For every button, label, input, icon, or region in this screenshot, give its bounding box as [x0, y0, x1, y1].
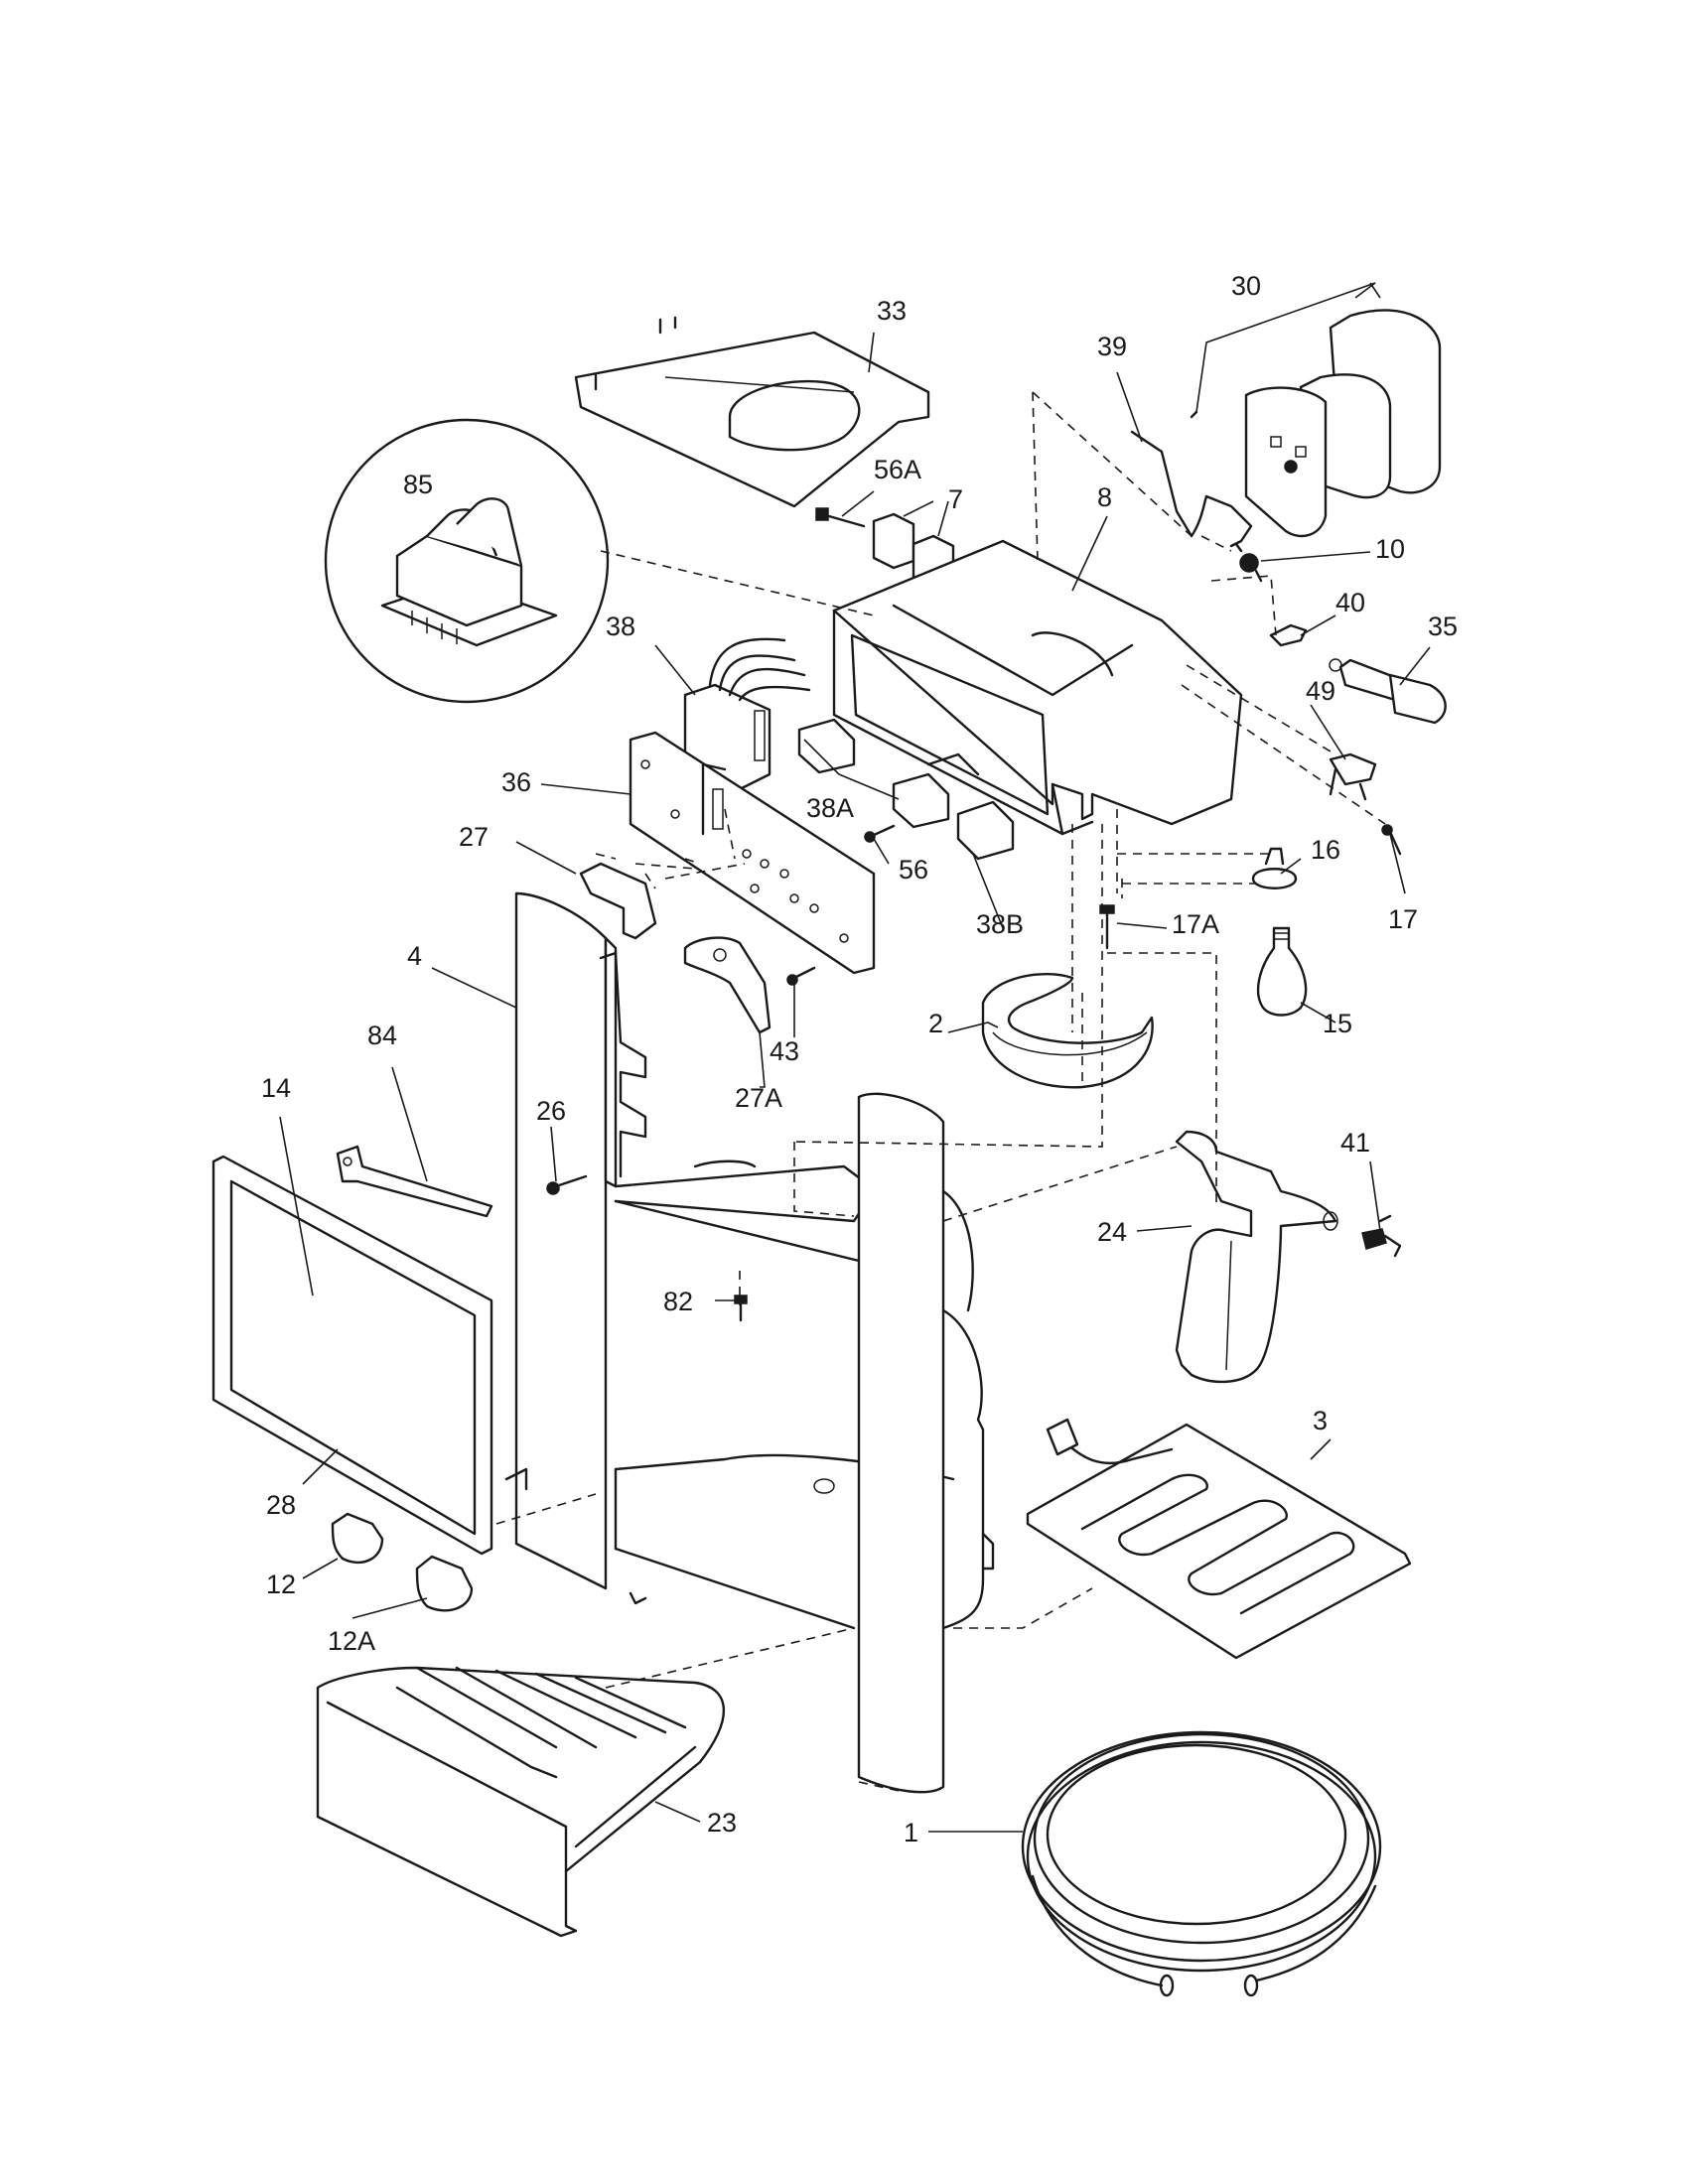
part-38A-switches [797, 718, 980, 829]
part-26-screw [546, 1174, 588, 1195]
callout-24: 24 [1097, 1217, 1127, 1247]
part-2-chute-ring [981, 972, 1154, 1089]
part-17-screw [1381, 824, 1402, 856]
callout-36: 36 [501, 767, 531, 797]
callout-82: 82 [663, 1287, 693, 1316]
callout-49: 49 [1306, 676, 1335, 706]
alignment-lines [495, 391, 1386, 1793]
part-41-spring [1361, 1214, 1402, 1258]
part-82-screw [734, 1295, 748, 1322]
callout-84: 84 [367, 1021, 397, 1050]
callout-43: 43 [770, 1036, 799, 1066]
callout-26: 26 [536, 1096, 566, 1126]
callout-8: 8 [1097, 482, 1112, 512]
part-35-lamp-socket [1329, 658, 1447, 725]
part-30-lens-assembly [1190, 309, 1442, 538]
part-8-dispenser-housing [832, 539, 1243, 836]
part-36-control-panel [629, 731, 876, 975]
part-56-screw [864, 824, 896, 843]
part-3-heater-pad [1026, 1418, 1412, 1660]
part-17A-screw [1099, 904, 1115, 950]
part-14-panel [229, 1179, 528, 1536]
part-28-frame [211, 1155, 493, 1556]
callout-41: 41 [1340, 1128, 1370, 1158]
callout-2: 2 [928, 1009, 943, 1038]
part-84-strip [336, 1145, 493, 1218]
callout-4: 4 [407, 941, 422, 971]
callout-56A: 56A [874, 455, 921, 484]
part-49-terminal [1329, 752, 1377, 801]
part-1-tubing-coil [1021, 1730, 1382, 1997]
part-27-bracket [579, 862, 657, 940]
callout-27A: 27A [735, 1083, 782, 1113]
part-33-cover-plate [574, 316, 930, 508]
callout-39: 39 [1097, 332, 1127, 361]
part-12-clip [331, 1512, 384, 1565]
part-56A-screw [815, 507, 866, 528]
callout-30: 30 [1231, 271, 1261, 301]
callout-labels: 33 30 39 85 56A 7 8 10 40 35 38 49 36 38… [261, 271, 1458, 1847]
part-12A-clip [415, 1555, 474, 1612]
callout-56: 56 [899, 855, 928, 885]
callout-28: 28 [266, 1490, 296, 1520]
part-39-wire-actuator [1130, 430, 1253, 548]
callout-23: 23 [707, 1808, 737, 1838]
callout-85: 85 [403, 470, 433, 499]
callout-27: 27 [459, 822, 489, 852]
part-85-transformer [324, 418, 610, 704]
part-40-pin [1269, 623, 1308, 647]
part-24-chute-door [1175, 1130, 1338, 1384]
part-23-tray [316, 1666, 725, 1938]
callout-16: 16 [1311, 835, 1340, 865]
callout-38: 38 [606, 612, 635, 641]
callout-14: 14 [261, 1073, 291, 1103]
callout-12: 12 [266, 1570, 296, 1599]
callout-1: 1 [904, 1818, 918, 1847]
callout-17A: 17A [1172, 909, 1219, 939]
leader-lines [279, 282, 1431, 1833]
callout-3: 3 [1313, 1406, 1328, 1435]
part-27A-paddle [683, 936, 772, 1034]
part-38B-switch [956, 800, 1015, 861]
part-16-lamp-holder [1251, 847, 1298, 889]
callout-10: 10 [1375, 534, 1405, 564]
callout-38B: 38B [976, 909, 1024, 939]
callout-17: 17 [1388, 904, 1418, 934]
callout-35: 35 [1428, 612, 1458, 641]
part-10-spring [1234, 542, 1263, 583]
callout-12A: 12A [328, 1626, 375, 1656]
callout-38A: 38A [806, 793, 854, 823]
callout-40: 40 [1335, 588, 1365, 617]
part-15-bulb [1256, 926, 1308, 1017]
callout-7: 7 [948, 484, 963, 514]
callout-33: 33 [877, 296, 907, 326]
part-frame-back [857, 1092, 995, 1794]
part-43-screw [786, 966, 816, 986]
callout-15: 15 [1323, 1009, 1352, 1038]
